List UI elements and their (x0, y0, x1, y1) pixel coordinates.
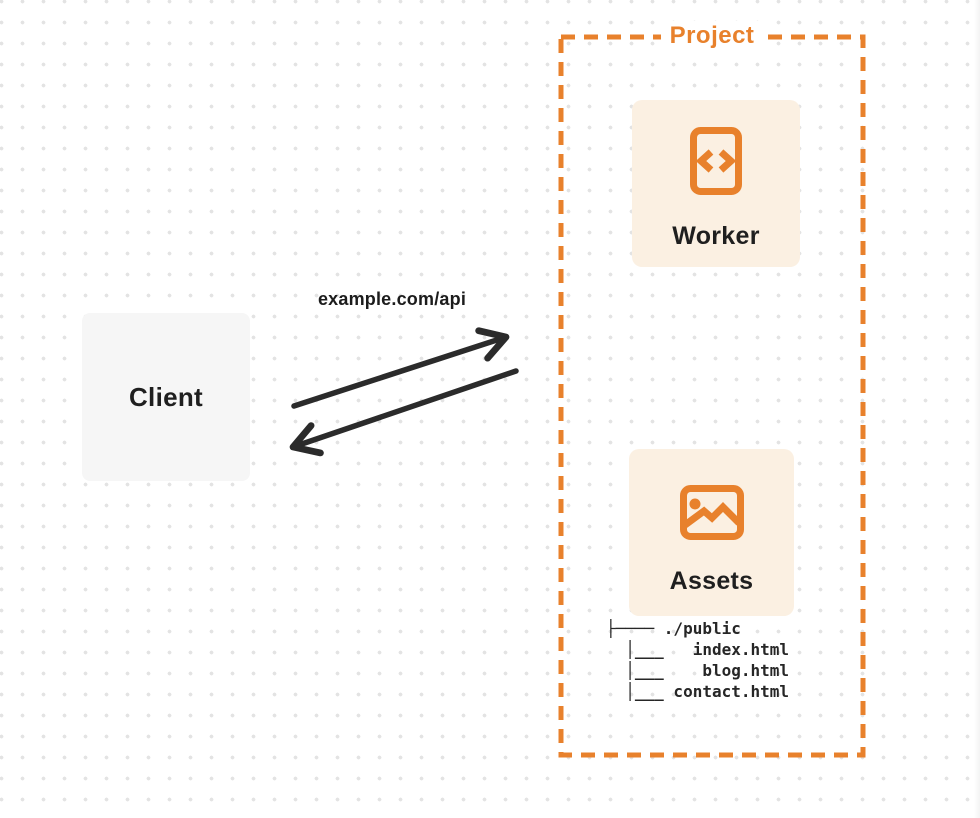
request-arrow (291, 327, 510, 409)
code-file-icon (690, 127, 742, 195)
project-label: Project (660, 21, 764, 51)
client-card: Client (82, 313, 250, 481)
response-arrow (289, 368, 519, 457)
image-icon (679, 485, 744, 540)
request-url-label: example.com/api (317, 289, 467, 309)
assets-card: Assets (629, 449, 794, 616)
worker-card: Worker (632, 100, 800, 267)
worker-icon-wrap (632, 127, 800, 195)
assets-file-tree: ├──── ./public │___ index.html │___ blog… (606, 619, 790, 701)
worker-label: Worker (672, 222, 760, 250)
project-group-label-row: Project (561, 21, 863, 51)
assets-label: Assets (669, 567, 754, 595)
client-label: Client (128, 381, 204, 412)
assets-icon-wrap (629, 485, 794, 540)
